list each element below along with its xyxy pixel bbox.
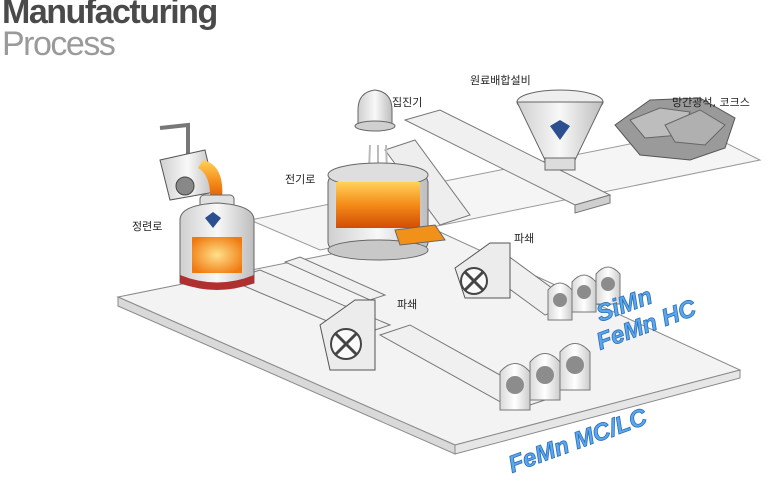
label-blending: 원료배합설비: [470, 74, 531, 87]
label-crush-2: 파쇄: [514, 232, 534, 245]
label-crush-1: 파쇄: [397, 298, 417, 311]
title-line-1: Manufacturing: [2, 0, 218, 31]
product-jars-lower: [499, 343, 591, 411]
title-line-2: Process: [2, 25, 116, 63]
dust-collector: [354, 89, 396, 132]
crusher-2: [454, 242, 511, 299]
refining-furnace: [179, 194, 255, 290]
ore-pile: [614, 97, 736, 161]
page-title: Manufacturing Process: [2, 0, 218, 63]
product-jars-upper: [547, 266, 621, 321]
label-dust-collector: 집진기: [392, 96, 422, 109]
ladle: [159, 122, 223, 205]
label-eaf: 전기로: [285, 173, 315, 186]
electric-furnace: [327, 144, 446, 261]
blending-hopper: [516, 89, 604, 171]
label-ore: 망간광석, 코크스: [672, 96, 750, 109]
crusher-1: [319, 299, 376, 371]
label-refining: 정련로: [132, 220, 162, 233]
